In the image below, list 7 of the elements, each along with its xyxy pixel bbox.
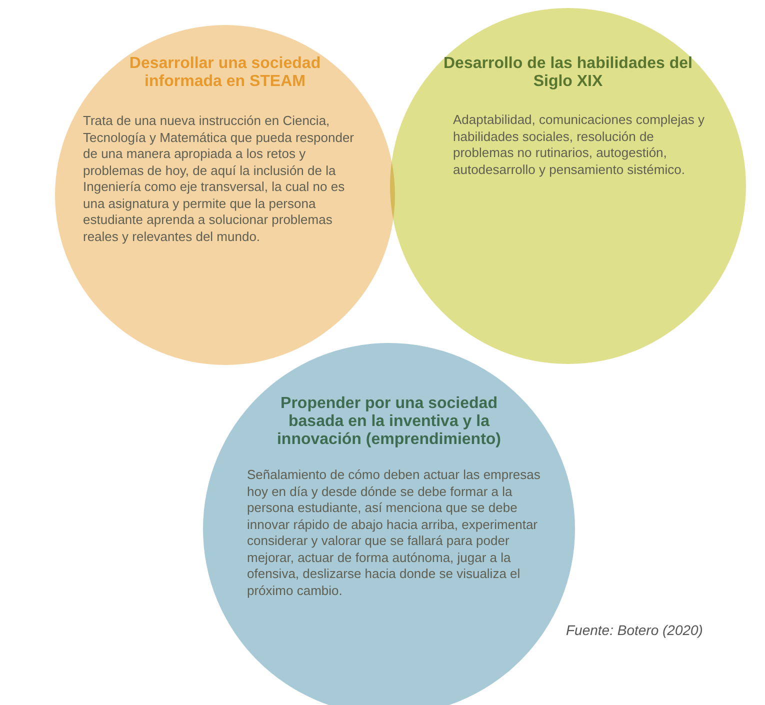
circle-description: Adaptabilidad, comunicaciones complejas y habilidades sociales, resolución de problemas no rutinarios, autogestión, autodesarrollo y pensamiento sistémico.: [453, 112, 706, 178]
circle-title: Propender por una sociedad basada en la inventiva y la innovación (emprendimiento): [276, 395, 502, 449]
circle-title: Desarrollar una sociedad informada en STEAM: [128, 55, 322, 91]
circle-description: Señalamiento de cómo deben actuar las empresas hoy en día y desde dónde se debe formar a la persona estudiante, así menciona que se debe innovar rápido de abajo hacia arriba, experimentar considerar y valorar que se fallará para poder mejorar, actuar de forma autónoma, jugar a la ofensiva, deslizarse hacia donde se visualiza el próximo cambio.: [247, 467, 542, 599]
circle-title: Desarrollo de las habilidades del Siglo XIX: [442, 55, 694, 91]
circle-description: Trata de una nueva instrucción en Ciencia, Tecnología y Matemática que pueda responder de una manera apropiada a los retos y problemas de hoy, de aquí la inclusión de la Ingeniería como eje transversal, la cual no es una asignatura y permite que la persona estudiante aprenda a solucionar problemas reales y relevantes del mundo.: [83, 113, 356, 245]
source-note: Fuente: Botero (2020): [566, 621, 703, 640]
